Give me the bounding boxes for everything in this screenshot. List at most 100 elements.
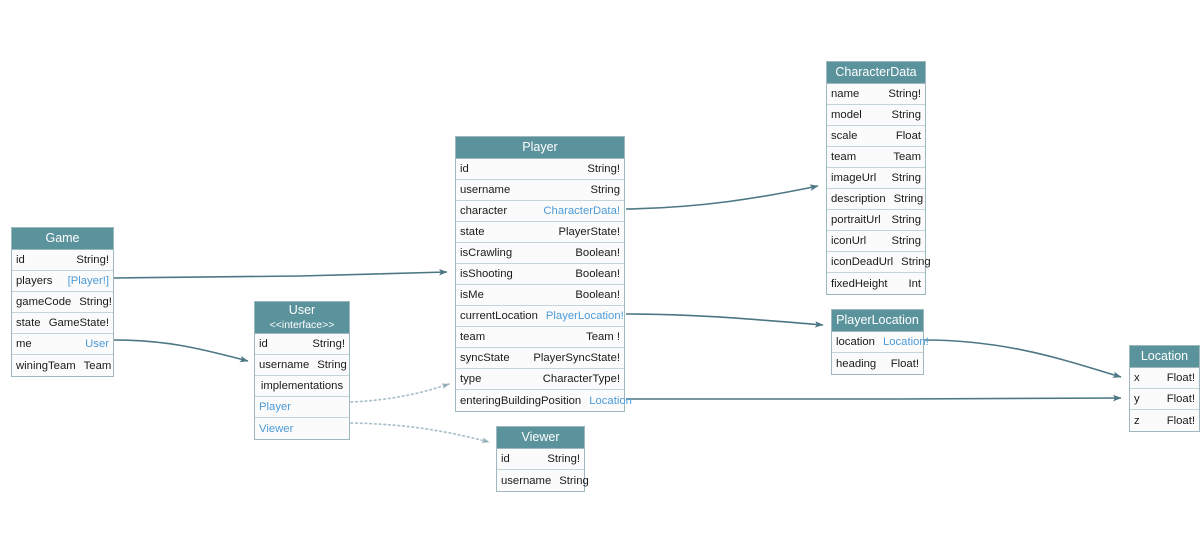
field-type: String! [76,254,109,266]
edge-game-players-to-player [113,268,448,279]
field-row-implementation[interactable]: Player [255,397,349,418]
field-name: implementations [260,380,344,392]
edge-user-implements-player [350,383,450,403]
entity-player[interactable]: Player id String! username String charac… [455,136,632,412]
entity-title-player: Player [456,137,624,159]
field-type: String [590,184,620,196]
field-row[interactable]: character CharacterData! [456,201,624,222]
field-type[interactable]: CharacterData! [543,205,620,217]
field-name: state [460,226,485,238]
field-row-implementations-label: implementations [255,376,349,397]
field-row[interactable]: id String! [497,449,584,470]
field-name: x [1134,372,1140,384]
field-name: enteringBuildingPosition [460,394,582,407]
field-row[interactable]: portraitUrl String [827,210,925,231]
field-name: portraitUrl [831,214,881,226]
field-row[interactable]: isCrawling Boolean! [456,243,624,264]
field-row[interactable]: me User [12,334,113,355]
field-type: Float! [1166,393,1195,405]
field-row[interactable]: id String! [456,159,624,180]
field-row[interactable]: iconUrl String [827,231,925,252]
field-row[interactable]: winingTeam Team [12,355,113,376]
field-row[interactable]: id String! [255,334,349,355]
field-row[interactable]: y Float! [1130,389,1199,410]
edge-user-implements-viewer [350,422,490,443]
field-row[interactable]: fixedHeight Int [827,273,925,294]
field-row[interactable]: username String [497,470,589,491]
field-type[interactable]: PlayerLocation! [545,310,624,322]
field-type[interactable]: Location [589,394,632,407]
entity-characterdata[interactable]: CharacterData name String! model String … [826,61,931,295]
entity-game[interactable]: Game id String! players [Player!] gameCo… [11,227,114,377]
field-row[interactable]: syncState PlayerSyncState! [456,348,624,369]
field-type: String [893,193,924,205]
entity-stereotype-user: <<interface>> [269,319,335,331]
entity-location[interactable]: Location x Float! y Float! z Float! [1129,345,1200,432]
field-name: players [16,275,53,287]
field-row[interactable]: type CharacterType! [456,369,624,390]
field-row[interactable]: iconDeadUrl String [827,252,931,273]
field-name: team [831,151,857,163]
field-row[interactable]: location Location! [832,332,929,353]
field-type: Float! [1166,414,1195,427]
field-type: String [891,214,921,226]
entity-viewer[interactable]: Viewer id String! username String [496,426,589,492]
field-name: y [1134,393,1140,405]
edge-game-me-to-user [113,339,249,363]
field-row[interactable]: heading Float! [832,353,923,374]
field-type: CharacterType! [542,373,620,385]
field-type: GameState! [48,317,109,329]
field-row[interactable]: username String [255,355,349,376]
field-row[interactable]: team Team ! [456,327,624,348]
field-row[interactable]: state PlayerState! [456,222,624,243]
field-row[interactable]: model String [827,105,925,126]
field-row[interactable]: name String! [827,84,925,105]
entity-title-user-name: User [288,303,316,317]
field-row[interactable]: gameCode String! [12,292,113,313]
field-row[interactable]: players [Player!] [12,271,113,292]
field-type: String! [888,88,921,100]
field-name: heading [836,357,877,370]
field-row[interactable]: id String! [12,250,113,271]
field-type: String! [312,338,345,350]
field-row[interactable]: scale Float [827,126,925,147]
entity-title-characterdata: CharacterData [827,62,925,84]
field-type: Int [908,277,921,290]
field-name[interactable]: Player [259,401,292,413]
field-name: scale [831,130,858,142]
field-type: Team [893,151,921,163]
entity-user[interactable]: User <<interface>> id String! username S… [254,301,350,440]
edge-playerlocation-location-to-location [923,339,1122,378]
field-row[interactable]: username String [456,180,624,201]
field-row[interactable]: x Float! [1130,368,1199,389]
field-type[interactable]: User [85,338,109,350]
field-name: team [460,331,486,343]
entity-title-game: Game [12,228,113,250]
field-row-implementation[interactable]: Viewer [255,418,349,439]
field-row[interactable]: z Float! [1130,410,1199,431]
field-name: model [831,109,862,121]
field-row[interactable]: imageUrl String [827,168,925,189]
edge-player-currentlocation-to-playerlocation [625,313,824,328]
field-name: z [1134,414,1140,427]
field-name: me [16,338,32,350]
field-type: String! [587,163,620,175]
field-row[interactable]: currentLocation PlayerLocation! [456,306,624,327]
field-row[interactable]: isMe Boolean! [456,285,624,306]
entity-playerlocation[interactable]: PlayerLocation location Location! headin… [831,309,929,375]
field-row[interactable]: team Team [827,147,925,168]
field-name: location [836,336,875,348]
field-name: username [460,184,511,196]
field-name: iconDeadUrl [831,256,894,268]
field-name[interactable]: Viewer [259,422,294,435]
field-type: Float! [890,357,919,370]
field-row[interactable]: isShooting Boolean! [456,264,624,285]
field-row[interactable]: description String [827,189,925,210]
field-row[interactable]: state GameState! [12,313,113,334]
field-row[interactable]: enteringBuildingPosition Location [456,390,632,411]
field-name: fixedHeight [831,277,888,290]
field-type: PlayerSyncState! [533,352,620,364]
field-name: state [16,317,41,329]
field-type[interactable]: Location! [882,336,929,348]
field-type[interactable]: [Player!] [67,275,109,287]
